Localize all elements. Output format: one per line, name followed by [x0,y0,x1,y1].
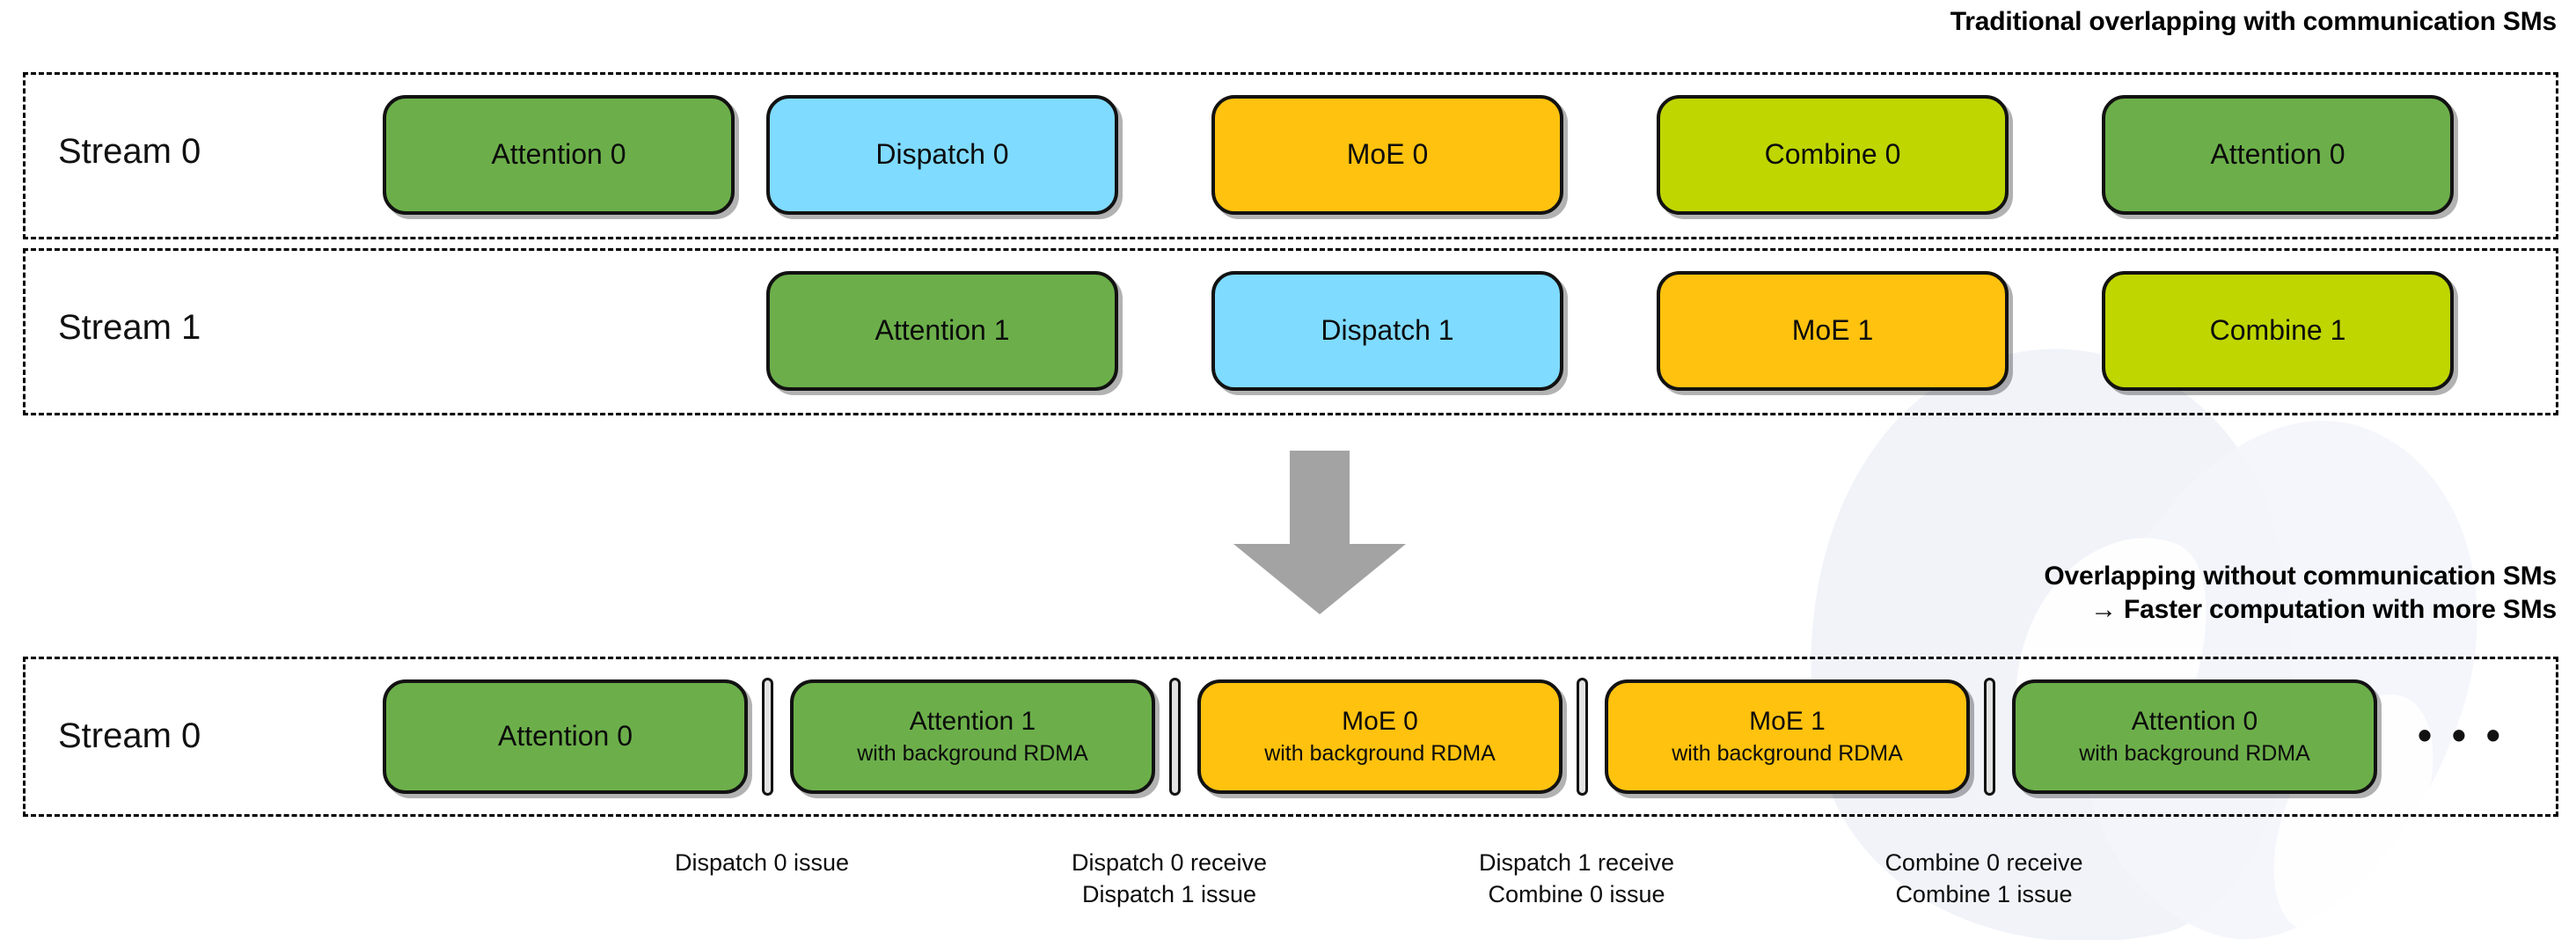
kernel-separator [1169,678,1181,796]
kernel-separator [1577,678,1588,796]
block-moe-1[interactable]: MoE 1 [1657,271,2009,391]
block-title: MoE 1 [1791,314,1874,347]
block-title: Dispatch 1 [1321,314,1454,347]
annotation-line-2: Combine 0 issue [1488,881,1665,908]
annotation-line-1: Dispatch 0 receive [1071,849,1268,876]
block-subtitle: with background RDMA [2079,741,2310,767]
down-arrow-icon [1233,451,1406,614]
block-title: Combine 0 [1764,138,1901,171]
block-title: Attention 0 [491,138,626,171]
bottom-section-title-line2: → Faster computation with more SMs [2090,595,2557,625]
bottom-section-title-line1: Overlapping without communication SMs [2044,562,2557,591]
background-watermark-shape [2021,369,2536,940]
block-title: Attention 1 [909,707,1036,737]
lane-label-stream0-bottom: Stream 0 [58,716,201,755]
top-section-title: Traditional overlapping with communicati… [1950,7,2557,36]
block-attention-0[interactable]: Attention 0 [383,95,735,215]
block-title: Combine 1 [2209,314,2346,347]
block-title: Attention 0 [2210,138,2345,171]
block-bottom-moe-0[interactable]: MoE 0 with background RDMA [1197,679,1562,794]
annotation-combine0-receive: Combine 0 receive Combine 1 issue [1884,847,2082,911]
block-bottom-attention-0-next[interactable]: Attention 0 with background RDMA [2012,679,2377,794]
annotation-line-1: Dispatch 0 issue [674,849,850,876]
block-attention-1[interactable]: Attention 1 [766,271,1118,391]
block-title: Dispatch 0 [875,138,1009,171]
block-title: Attention 1 [875,314,1010,347]
block-bottom-attention-0[interactable]: Attention 0 [383,679,748,794]
block-title: MoE 1 [1749,707,1826,737]
block-title: MoE 0 [1342,707,1418,737]
annotation-line-1: Dispatch 1 receive [1478,849,1675,876]
block-dispatch-1[interactable]: Dispatch 1 [1211,271,1563,391]
block-combine-0[interactable]: Combine 0 [1657,95,2009,215]
bottom-section-title: Overlapping without communication SMs → … [2044,560,2557,628]
annotation-dispatch1-receive: Dispatch 1 receive Combine 0 issue [1479,847,1674,911]
block-dispatch-0[interactable]: Dispatch 0 [766,95,1118,215]
annotation-line-2: Combine 1 issue [1895,881,2073,908]
block-combine-1[interactable]: Combine 1 [2102,271,2454,391]
kernel-separator [1984,678,1995,796]
block-subtitle: with background RDMA [857,741,1088,767]
block-attention-0-second[interactable]: Attention 0 [2102,95,2454,215]
block-bottom-moe-1[interactable]: MoE 1 with background RDMA [1605,679,1970,794]
annotation-dispatch0-issue: Dispatch 0 issue [675,847,849,878]
continuation-ellipsis: • • • [2418,712,2505,758]
lane-stream0-traditional [23,72,2558,239]
block-subtitle: with background RDMA [1672,741,1903,767]
lane-stream1-traditional [23,248,2558,415]
block-title: MoE 0 [1346,138,1429,171]
kernel-separator [762,678,773,796]
lane-stream0-improved [23,657,2558,817]
block-subtitle: with background RDMA [1264,741,1496,767]
block-bottom-attention-1[interactable]: Attention 1 with background RDMA [790,679,1155,794]
lane-label-stream0-top: Stream 0 [58,132,201,171]
annotation-line-2: Dispatch 1 issue [1081,881,1257,908]
block-title: Attention 0 [2131,707,2258,737]
annotation-dispatch0-receive: Dispatch 0 receive Dispatch 1 issue [1072,847,1267,911]
block-moe-0[interactable]: MoE 0 [1211,95,1563,215]
annotation-line-1: Combine 0 receive [1884,849,2083,876]
block-title: Attention 0 [498,720,633,753]
lane-label-stream1: Stream 1 [58,308,201,347]
